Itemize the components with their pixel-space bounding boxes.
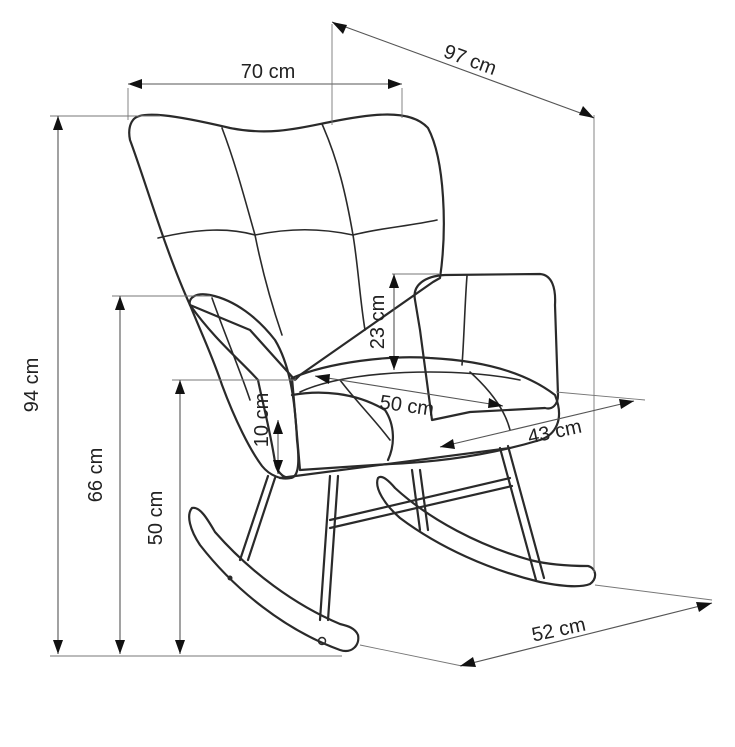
- rear-inner-leg-2: [418, 468, 430, 532]
- seat-frame: [278, 446, 512, 480]
- front-rocker: [188, 506, 360, 653]
- label-seat-width: 50 cm: [378, 391, 435, 420]
- front-left-leg-inner: [246, 476, 277, 562]
- back-rocker: [376, 475, 597, 588]
- seat-cushion-outline: [290, 356, 561, 472]
- rear-inner-leg: [410, 468, 422, 532]
- seat-front-edge: [290, 391, 394, 462]
- right-armrest-outline: [413, 272, 560, 422]
- cross-bar: [328, 476, 512, 522]
- front-left-leg: [238, 474, 270, 562]
- seat-seam-3: [469, 371, 511, 431]
- rear-leg: [498, 446, 538, 582]
- backrest-outline: [128, 113, 445, 382]
- label-cushion-thickness: 10 cm: [251, 393, 273, 447]
- backrest-seam-2: [321, 123, 354, 236]
- backrest-seam-4: [254, 234, 283, 336]
- left-armrest-seam: [211, 297, 251, 401]
- left-armrest-front: [188, 303, 292, 480]
- label-seat-depth: 43 cm: [526, 416, 584, 449]
- label-width-top: 70 cm: [241, 61, 295, 83]
- backrest-seam-1: [221, 127, 256, 236]
- rear-leg-inner: [506, 444, 546, 580]
- seat-seam-1: [299, 371, 521, 393]
- label-depth-total: 97 cm: [441, 41, 500, 80]
- front-rocker-bolt-1: [227, 575, 233, 581]
- dimension-lines: [50, 21, 713, 667]
- dimension-labels: 70 cm 97 cm 94 cm 66 cm 50 cm 23 cm 50 c…: [21, 41, 588, 647]
- backrest-seam-5: [352, 234, 366, 331]
- label-armrest-height: 66 cm: [85, 448, 107, 502]
- label-seat-height: 50 cm: [145, 491, 167, 545]
- cross-bar-inner: [328, 484, 514, 530]
- seat-seam-2: [339, 379, 391, 441]
- right-armrest-seam: [461, 275, 468, 366]
- front-rocker-bolt-2: [317, 636, 327, 646]
- left-armrest-outline: [188, 293, 300, 480]
- label-armrest-pad-height: 23 cm: [367, 295, 389, 349]
- front-right-leg: [318, 474, 332, 622]
- backrest-seam-3: [157, 219, 438, 239]
- label-height-total: 94 cm: [21, 358, 43, 412]
- front-right-leg-inner: [326, 474, 340, 622]
- chair-drawing: [128, 113, 597, 653]
